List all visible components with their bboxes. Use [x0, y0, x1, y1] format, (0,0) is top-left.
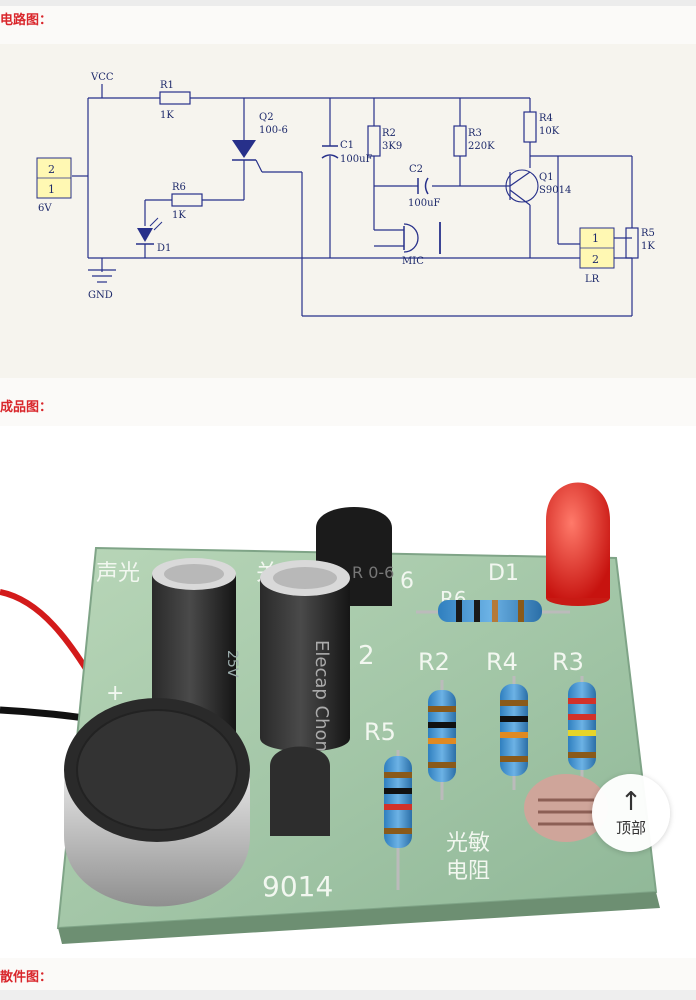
cap-brand: Elecap Chong — [311, 640, 332, 763]
back-to-top-label: 顶部 — [615, 818, 646, 837]
gnd-label: GND — [88, 290, 113, 301]
r4-name: R4 — [539, 113, 553, 124]
lr-pin-top: 1 — [592, 232, 599, 245]
q2-value: 100-6 — [259, 125, 288, 136]
bottom-band — [0, 990, 696, 1000]
product-photo-heading: 成品图： — [0, 400, 53, 415]
product-photo: 声光 关 D1 R 0-6 6 2 R6 25V Elecap Chong R2… — [0, 426, 696, 958]
vcc-label: VCC — [90, 72, 114, 83]
resistor-r3 — [568, 676, 596, 786]
r2-value: 3K9 — [382, 141, 402, 152]
mic-name: MIC — [402, 256, 424, 267]
battery-pin-bottom: 1 — [48, 183, 55, 196]
r6-value: 1K — [172, 210, 186, 221]
r6-name: R6 — [172, 182, 186, 193]
parts-photo-heading: 散件图： — [0, 970, 53, 985]
c2-name: C2 — [409, 164, 423, 175]
r3-value: 220K — [468, 141, 495, 152]
c1-value: 100uF — [340, 154, 373, 165]
board-r2-label: R2 — [418, 648, 450, 676]
r3-name: R3 — [468, 128, 482, 139]
schematic-svg: VCC GND 2 1 6V R1 1K R6 1K Q2 100-6 D1 C… — [36, 72, 655, 317]
q1-value: S9014 — [539, 185, 571, 196]
board-title-left: 声光 — [96, 561, 140, 586]
circuit-schematic: VCC GND 2 1 6V R1 1K R6 1K Q2 100-6 D1 C… — [0, 44, 696, 378]
top-strip — [0, 0, 696, 6]
resistor-r2 — [428, 680, 456, 800]
board-r4-label: R4 — [486, 648, 518, 676]
r1-value: 1K — [160, 110, 174, 121]
back-to-top-button[interactable]: ↑ 顶部 — [592, 774, 670, 852]
board-label-6: 6 — [400, 569, 414, 594]
board-model-label: 9014 — [262, 870, 333, 903]
lr-name: LR — [585, 274, 600, 285]
arrow-up-icon: ↑ — [620, 786, 642, 817]
board-r5-label: R5 — [364, 718, 396, 746]
r4-value: 10K — [539, 126, 560, 137]
resistor-r4 — [500, 676, 528, 790]
board-d1-label: D1 — [488, 561, 519, 586]
resistor-r5 — [384, 750, 412, 890]
battery-voltage: 6V — [38, 203, 52, 214]
battery-pin-top: 2 — [48, 163, 55, 176]
q1-name: Q1 — [539, 172, 554, 183]
lr-pin-bottom: 2 — [592, 253, 599, 266]
circuit-diagram-heading: 电路图： — [0, 13, 53, 28]
cap-rating: 25V — [224, 650, 240, 678]
q1-transistor — [270, 746, 330, 836]
ldr-label-line2: 电阻 — [446, 859, 490, 884]
d1-name: D1 — [157, 243, 171, 254]
c2-value: 100uF — [408, 198, 441, 209]
c1-name: C1 — [340, 140, 354, 151]
red-led — [546, 482, 610, 598]
board-plus-label: + — [106, 681, 124, 706]
capacitor-c2 — [260, 578, 350, 752]
q2-name: Q2 — [259, 112, 274, 123]
r2-name: R2 — [382, 128, 396, 139]
r1-name: R1 — [160, 80, 174, 91]
product-photo-svg: 声光 关 D1 R 0-6 6 2 R6 25V Elecap Chong R2… — [0, 482, 660, 944]
board-label-2: 2 — [358, 641, 375, 671]
ldr-label-line1: 光敏 — [446, 831, 490, 856]
scr-marking: R 0-6 — [352, 563, 394, 582]
r5-name: R5 — [641, 228, 655, 239]
resistor-r6 — [438, 600, 542, 622]
board-r3-label: R3 — [552, 648, 584, 676]
r5-value: 1K — [641, 241, 655, 252]
